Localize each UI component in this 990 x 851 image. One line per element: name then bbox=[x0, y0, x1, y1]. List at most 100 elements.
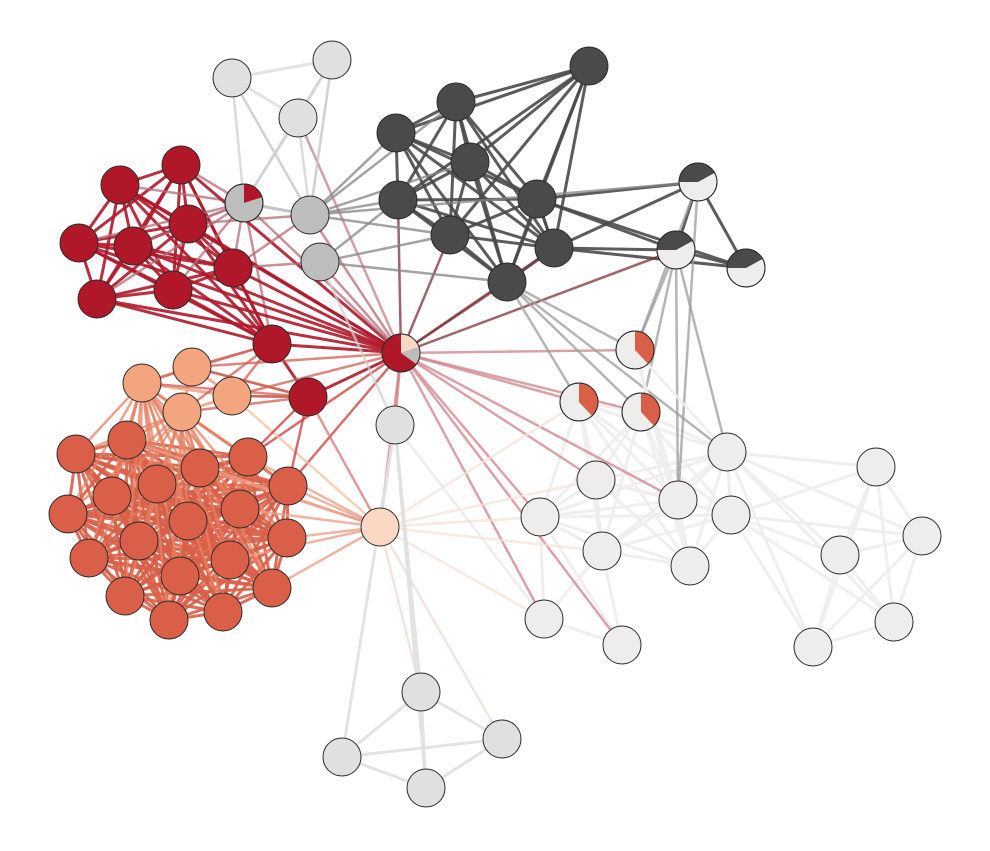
node-ch3 bbox=[376, 113, 416, 153]
node-tc7-disc bbox=[92, 476, 132, 516]
node-tc8 bbox=[220, 489, 260, 529]
edge-rt1-ow7 bbox=[633, 348, 692, 568]
edge-ch1-ch3 bbox=[394, 64, 591, 135]
node-tc5 bbox=[137, 464, 177, 504]
node-tc17 bbox=[252, 568, 292, 608]
edge-ch5-ch6 bbox=[396, 197, 539, 202]
edge-pe1-cr10 bbox=[306, 395, 382, 529]
edge-ch3-ch9 bbox=[394, 131, 509, 284]
node-tc2 bbox=[56, 434, 96, 474]
node-hub-slice-0 bbox=[401, 334, 420, 353]
node-tc19 bbox=[149, 600, 189, 640]
node-cr9-disc bbox=[252, 324, 292, 364]
nodes-layer bbox=[48, 40, 942, 808]
node-cr2 bbox=[100, 165, 140, 205]
node-ow2-disc bbox=[576, 460, 616, 500]
node-sa1-disc bbox=[172, 347, 212, 387]
node-ow8-disc bbox=[856, 447, 896, 487]
node-tc11 bbox=[119, 521, 159, 561]
edge-hub-ch5 bbox=[396, 198, 403, 355]
edge-ch2-ch8 bbox=[454, 100, 556, 250]
node-lg1-disc bbox=[212, 58, 252, 98]
edge-tc13-sa4 bbox=[87, 410, 184, 560]
edge-hub-cr8 bbox=[95, 297, 403, 355]
edge-ow4-ow5 bbox=[538, 513, 733, 519]
edge-mx2-ow1 bbox=[674, 248, 729, 454]
node-sa3 bbox=[212, 376, 252, 416]
edge-hub-ow5 bbox=[399, 351, 542, 519]
edge-ow9-ow1 bbox=[725, 450, 924, 538]
node-cr2-disc bbox=[100, 165, 140, 205]
node-ch2 bbox=[436, 82, 476, 122]
node-ow12 bbox=[793, 627, 833, 667]
edge-tc9-sa2 bbox=[66, 381, 144, 516]
node-mx3 bbox=[726, 248, 766, 288]
node-sa2 bbox=[122, 363, 162, 403]
node-ow6-disc bbox=[582, 531, 622, 571]
node-bg2 bbox=[482, 719, 522, 759]
node-lg1 bbox=[212, 58, 252, 98]
edge-pe1-bg2 bbox=[378, 525, 504, 741]
edge-lg1-sv1 bbox=[230, 76, 246, 205]
node-ow10-disc bbox=[820, 535, 860, 575]
node-ch7 bbox=[430, 215, 470, 255]
edge-tc16-tc17 bbox=[123, 586, 274, 598]
node-tc9 bbox=[48, 494, 88, 534]
edge-cg1-sv3 bbox=[318, 260, 397, 427]
node-ch5-disc bbox=[378, 180, 418, 220]
edge-ow12-ow1 bbox=[725, 450, 815, 649]
node-ch9-disc bbox=[487, 262, 527, 302]
node-tc8-disc bbox=[220, 489, 260, 529]
edge-hub-lg3 bbox=[296, 116, 403, 355]
node-cr8-disc bbox=[77, 279, 117, 319]
node-tc9-disc bbox=[48, 494, 88, 534]
edge-ow9-ow4 bbox=[729, 513, 924, 538]
edge-ch4-ch9 bbox=[468, 160, 509, 284]
edge-hub-cr1 bbox=[179, 163, 403, 355]
node-ow14 bbox=[602, 625, 642, 665]
node-ow5 bbox=[520, 497, 560, 537]
node-pe1 bbox=[360, 507, 400, 547]
node-cg1 bbox=[375, 405, 415, 445]
node-cr5-disc bbox=[113, 226, 153, 266]
edge-mx3-ch8 bbox=[552, 246, 748, 270]
node-mx1-outline bbox=[678, 162, 718, 202]
node-ow13 bbox=[524, 599, 564, 639]
edge-ch9-ow1 bbox=[505, 280, 729, 454]
node-ch9 bbox=[487, 262, 527, 302]
node-tc15-disc bbox=[160, 556, 200, 596]
node-rt2-outline bbox=[559, 382, 599, 422]
node-cr8 bbox=[77, 279, 117, 319]
node-mx3-outline bbox=[726, 248, 766, 288]
edge-hub-rt3 bbox=[399, 351, 643, 414]
node-cr7-disc bbox=[153, 270, 193, 310]
node-tc10-disc bbox=[168, 501, 208, 541]
node-bg3-disc bbox=[322, 737, 362, 777]
node-bg1 bbox=[401, 672, 441, 712]
node-ow11 bbox=[874, 602, 914, 642]
edge-pe1-tc17 bbox=[270, 525, 382, 590]
edge-rt1-ow1 bbox=[633, 348, 729, 454]
node-bg2-disc bbox=[482, 719, 522, 759]
node-rt3 bbox=[621, 392, 661, 432]
node-ow11-disc bbox=[874, 602, 914, 642]
edge-hub-cr6 bbox=[231, 266, 403, 355]
node-bg4-disc bbox=[406, 768, 446, 808]
edge-ch1-ch4 bbox=[468, 64, 591, 164]
node-cr1 bbox=[161, 145, 201, 185]
edge-pe1-sa3 bbox=[230, 394, 382, 529]
node-ch4 bbox=[450, 142, 490, 182]
node-rt1-outline bbox=[615, 330, 655, 370]
edge-ow1-ow2 bbox=[594, 450, 729, 482]
edge-hub-mx2 bbox=[399, 248, 678, 355]
edge-cr10-sa1 bbox=[190, 365, 310, 399]
edge-ow3-ow5 bbox=[538, 498, 680, 519]
node-cr7 bbox=[153, 270, 193, 310]
edge-mx3-ch6 bbox=[535, 197, 748, 270]
node-tc15 bbox=[160, 556, 200, 596]
node-cr4-disc bbox=[59, 223, 99, 263]
node-tc13-disc bbox=[69, 538, 109, 578]
node-tc4-disc bbox=[180, 448, 220, 488]
node-ch7-disc bbox=[430, 215, 470, 255]
